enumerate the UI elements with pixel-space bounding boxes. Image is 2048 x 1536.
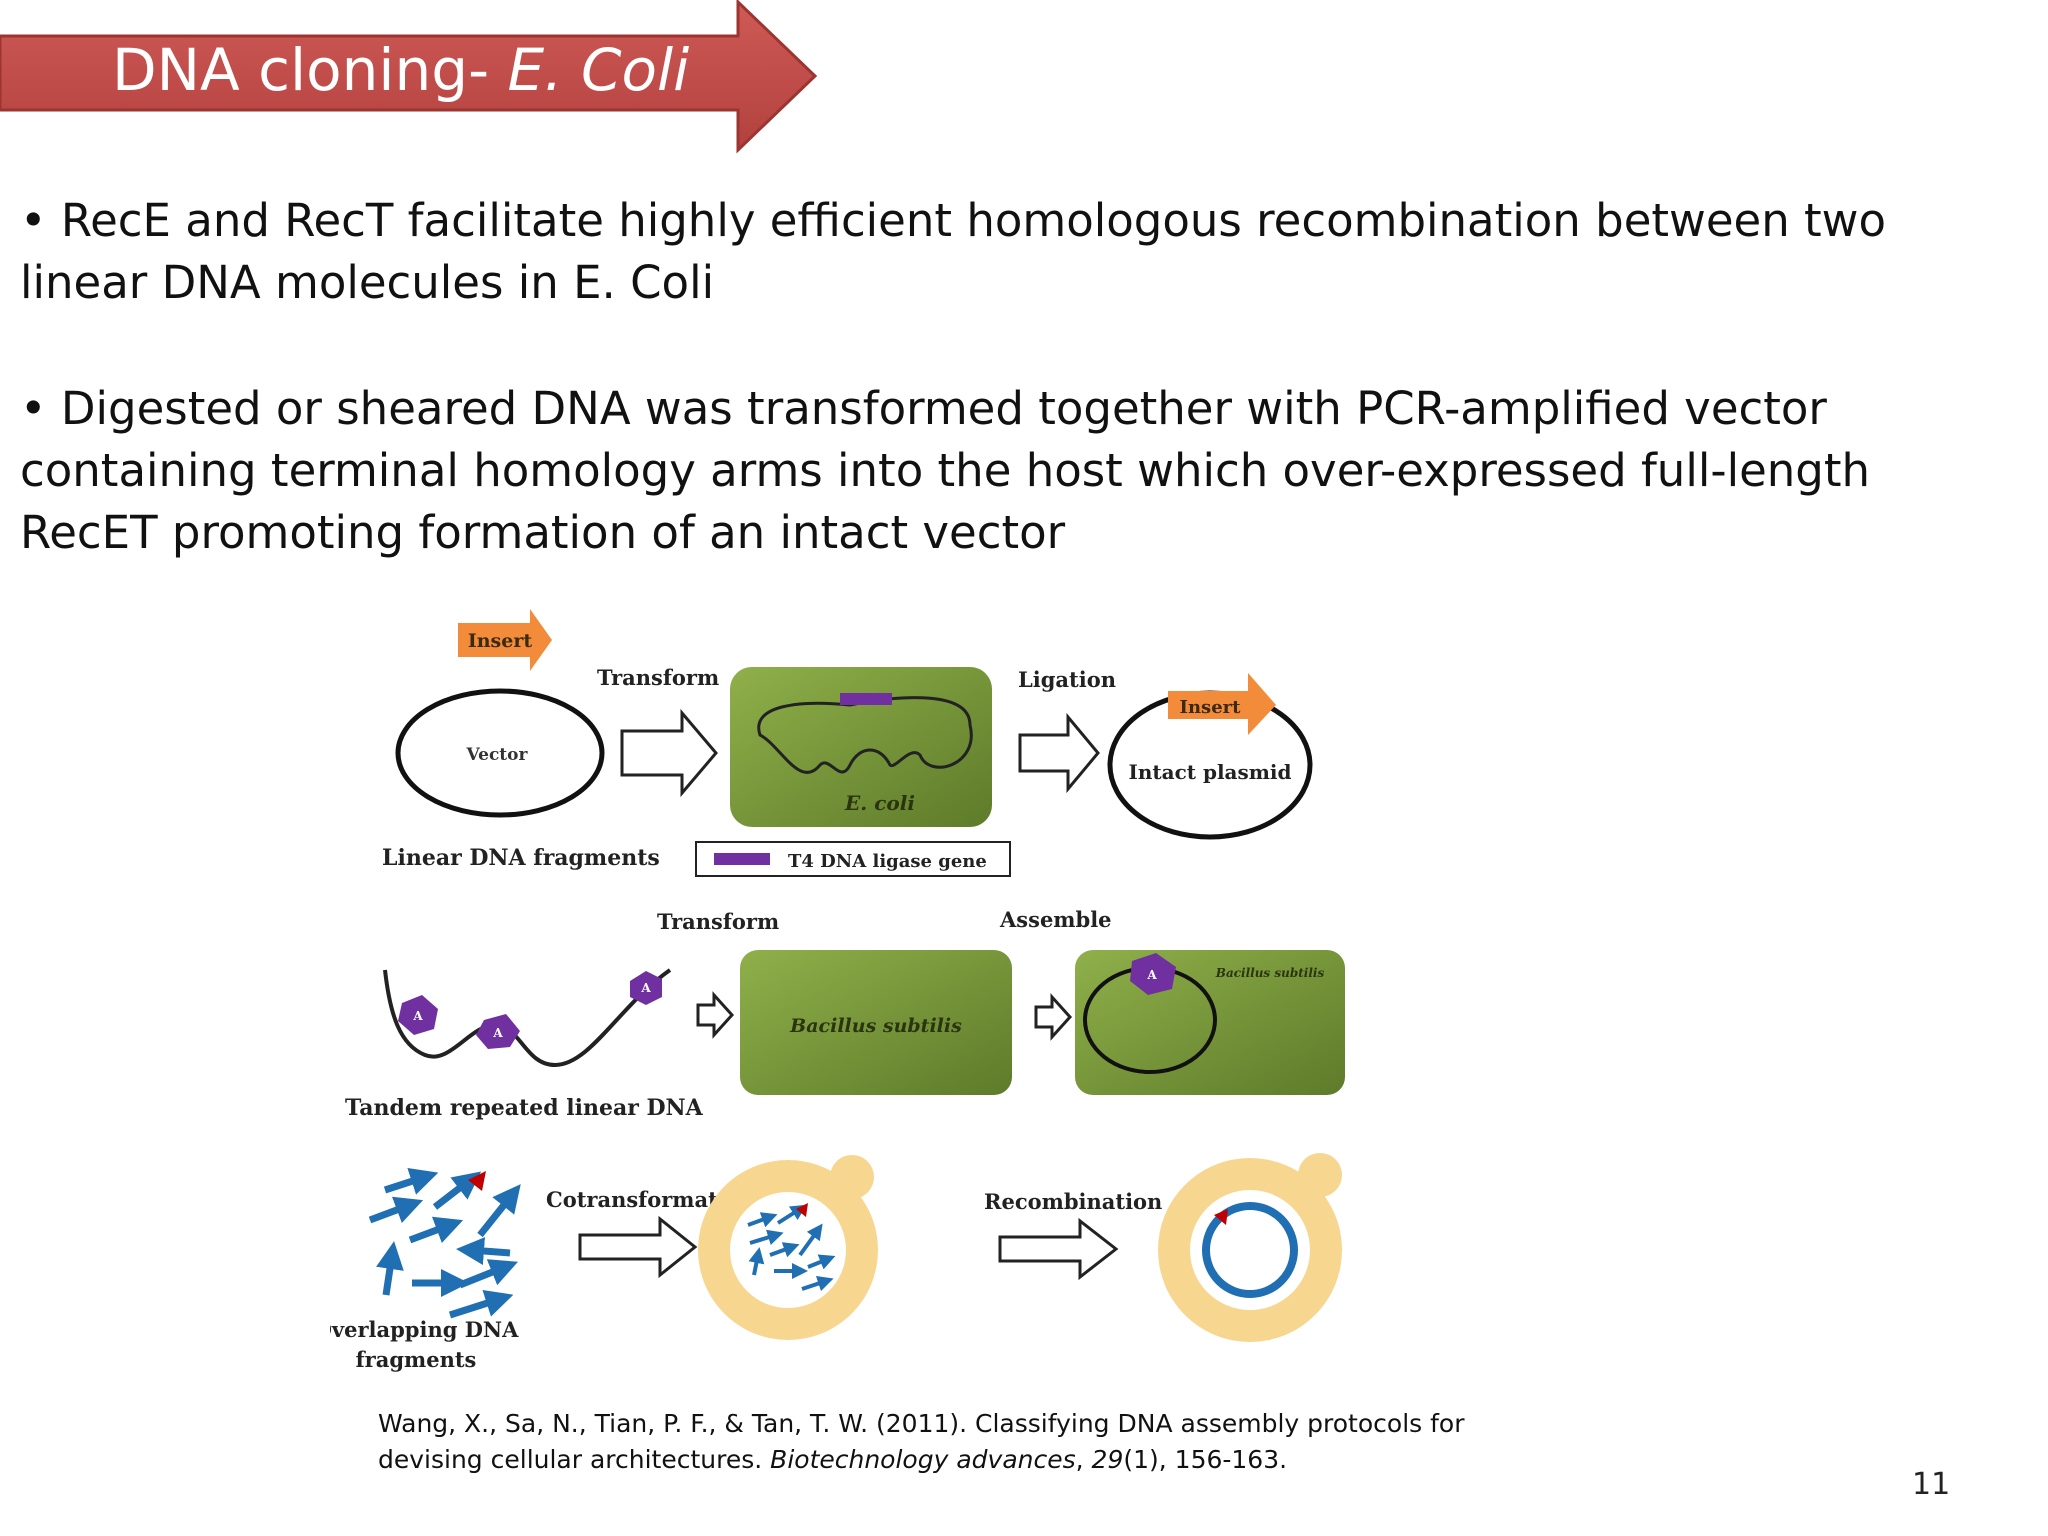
recombined-plasmid bbox=[1202, 1202, 1298, 1298]
bacillus-label: Bacillus subtilis bbox=[789, 1015, 962, 1037]
slide-title: DNA cloning- E. Coli bbox=[112, 36, 690, 104]
overlap-label-1: Overlapping DNA bbox=[330, 1317, 519, 1342]
assemble-label: Assemble bbox=[999, 907, 1112, 932]
svg-text:A: A bbox=[1146, 968, 1157, 982]
insert-arrow: Insert bbox=[458, 609, 552, 671]
transform-label-1: Transform bbox=[597, 665, 719, 690]
linear-dna-fragments-label: Linear DNA fragments bbox=[382, 845, 660, 871]
red-marker-3 bbox=[1214, 1209, 1228, 1225]
t4-ligase-gene-mark bbox=[840, 693, 892, 705]
bullet-1: • RecE and RecT facilitate highly effici… bbox=[20, 194, 1887, 309]
title-banner bbox=[0, 0, 818, 154]
dna-assembly-figure: Insert Transform Vector E. coli Ligation… bbox=[330, 609, 1345, 1372]
assembled-a-mark bbox=[1130, 953, 1176, 995]
svg-text:Insert: Insert bbox=[1180, 697, 1242, 718]
tandem-a-marks: A A A bbox=[398, 971, 662, 1049]
vector-label: Vector bbox=[466, 745, 529, 765]
legend-swatch bbox=[714, 853, 770, 865]
overlap-label-2: fragments bbox=[356, 1347, 477, 1372]
svg-text:Insert: Insert bbox=[468, 630, 532, 652]
intact-plasmid-label: Intact plasmid bbox=[1128, 760, 1291, 784]
yeast-cell-2 bbox=[1158, 1153, 1342, 1342]
svg-text:A: A bbox=[492, 1026, 503, 1040]
cotransformation-arrow bbox=[578, 1215, 698, 1279]
transform-arrow-1 bbox=[620, 708, 718, 798]
red-marker-2 bbox=[796, 1203, 808, 1217]
ligation-arrow bbox=[1018, 712, 1100, 794]
insert-arrow-2: Insert bbox=[1168, 673, 1276, 735]
transform-arrow-2 bbox=[696, 991, 735, 1039]
legend-label: T4 DNA ligase gene bbox=[788, 851, 987, 872]
ligation-label: Ligation bbox=[1018, 667, 1116, 692]
overlapping-fragments bbox=[368, 1168, 521, 1319]
red-marker-1 bbox=[468, 1171, 486, 1191]
assemble-arrow bbox=[1034, 993, 1073, 1041]
ecoli-cell bbox=[730, 667, 992, 827]
transform-label-2: Transform bbox=[657, 909, 779, 934]
citation: Wang, X., Sa, N., Tian, P. F., & Tan, T.… bbox=[378, 1409, 1465, 1474]
bullet-2: • Digested or sheared DNA was transforme… bbox=[20, 382, 1871, 559]
vector-circle bbox=[395, 688, 605, 818]
legend-box bbox=[695, 841, 1011, 877]
svg-text:A: A bbox=[412, 1009, 423, 1023]
svg-text:A: A bbox=[640, 981, 651, 995]
recombination-arrow bbox=[998, 1217, 1119, 1281]
ecoli-label: E. coli bbox=[844, 791, 915, 815]
fragments-in-yeast bbox=[747, 1204, 836, 1292]
bacillus-label-2: Bacillus subtilis bbox=[1215, 966, 1325, 980]
tandem-dna-label: Tandem repeated linear DNA bbox=[345, 1095, 704, 1121]
bacillus-cell bbox=[740, 950, 1012, 1095]
page-number: 11 bbox=[1912, 1467, 1951, 1502]
recombination-label: Recombination bbox=[984, 1189, 1162, 1214]
